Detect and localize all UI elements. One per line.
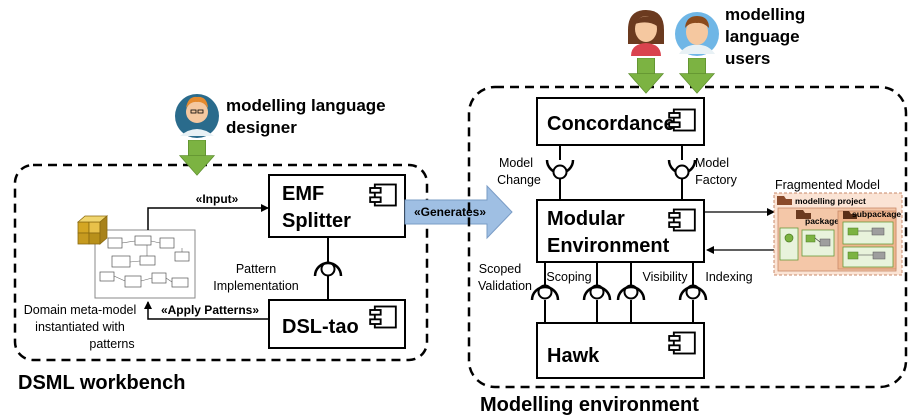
fragmented-project-label: modelling project — [795, 196, 866, 206]
concordance-component: Concordance — [536, 97, 705, 146]
generates-arrow — [404, 184, 513, 240]
visibility-interface — [616, 262, 646, 323]
fragmented-model-panel: modelling project package subpackage — [773, 192, 903, 276]
dsml-workbench-boundary — [13, 163, 429, 362]
designer-green-arrow — [179, 140, 215, 176]
modelling-environment-title: Modelling environment — [480, 394, 699, 416]
scoping-interface — [582, 262, 612, 323]
cube-icon — [76, 215, 109, 245]
component-icon — [668, 208, 696, 232]
female-user-avatar — [628, 10, 664, 56]
fragmented-model-title: Fragmented Model — [775, 178, 880, 192]
model-factory-interface — [667, 145, 697, 200]
male-user-avatar — [675, 12, 719, 56]
model-change-label-line1: Model — [499, 156, 533, 170]
users-label-line3: users — [725, 49, 770, 68]
modular-env-label-line1: Modular — [547, 208, 625, 230]
input-label: «Input» — [196, 192, 239, 206]
designer-label-line1: modelling language — [226, 96, 386, 115]
input-arrow — [147, 204, 269, 230]
dsml-workbench-title: DSML workbench — [18, 372, 185, 394]
scoped-validation-label-line2: Validation — [478, 279, 532, 293]
model-change-interface — [545, 145, 575, 200]
emf-splitter-component: EMF Splitter — [268, 174, 406, 238]
apply-patterns-arrow — [144, 301, 268, 320]
emf-splitter-label-line2: Splitter — [282, 210, 351, 232]
modular-environment-component: Modular Environment — [536, 199, 705, 263]
scoping-label: Scoping — [546, 270, 591, 284]
indexing-label: Indexing — [705, 270, 752, 284]
meta-model-caption-line2: instantiated with — [35, 320, 125, 334]
fragmented-subpackage-label: subpackage — [852, 209, 901, 219]
scoped-validation-interface — [530, 262, 560, 323]
modelling-environment-boundary — [467, 85, 908, 389]
users-label-line1: modelling — [725, 5, 805, 24]
component-icon — [369, 305, 397, 329]
pattern-impl-label-line1: Pattern — [236, 262, 276, 276]
model-factory-label-line1: Model — [695, 156, 729, 170]
component-icon — [369, 183, 397, 207]
visibility-label: Visibility — [643, 270, 689, 284]
modular-env-label-line2: Environment — [547, 235, 670, 257]
hawk-label: Hawk — [547, 345, 600, 367]
emf-splitter-label-line1: EMF — [282, 183, 324, 205]
scoped-validation-label-line1: Scoped — [479, 262, 521, 276]
apply-patterns-label: «Apply Patterns» — [161, 303, 259, 317]
users-label-line2: language — [725, 27, 800, 46]
concordance-label: Concordance — [547, 113, 675, 135]
model-factory-label-line2: Factory — [695, 173, 737, 187]
meta-model-caption-line3: patterns — [89, 337, 134, 351]
generates-label: «Generates» — [414, 205, 486, 219]
dsl-tao-component: DSL-tao — [268, 299, 406, 349]
model-change-label-line2: Change — [497, 173, 541, 187]
dsl-tao-label: DSL-tao — [282, 316, 359, 338]
designer-label-line2: designer — [226, 118, 297, 137]
indexing-interface — [678, 262, 708, 323]
component-icon — [668, 331, 696, 355]
pattern-implementation-interface — [313, 237, 343, 300]
meta-model-caption-line1: Domain meta-model — [24, 303, 137, 317]
meta-model-image — [94, 229, 196, 299]
component-icon — [668, 108, 696, 132]
pattern-impl-label-line2: Implementation — [213, 279, 299, 293]
hawk-component: Hawk — [536, 322, 705, 379]
fragmented-package-label: package — [805, 216, 839, 226]
designer-avatar — [175, 94, 219, 138]
